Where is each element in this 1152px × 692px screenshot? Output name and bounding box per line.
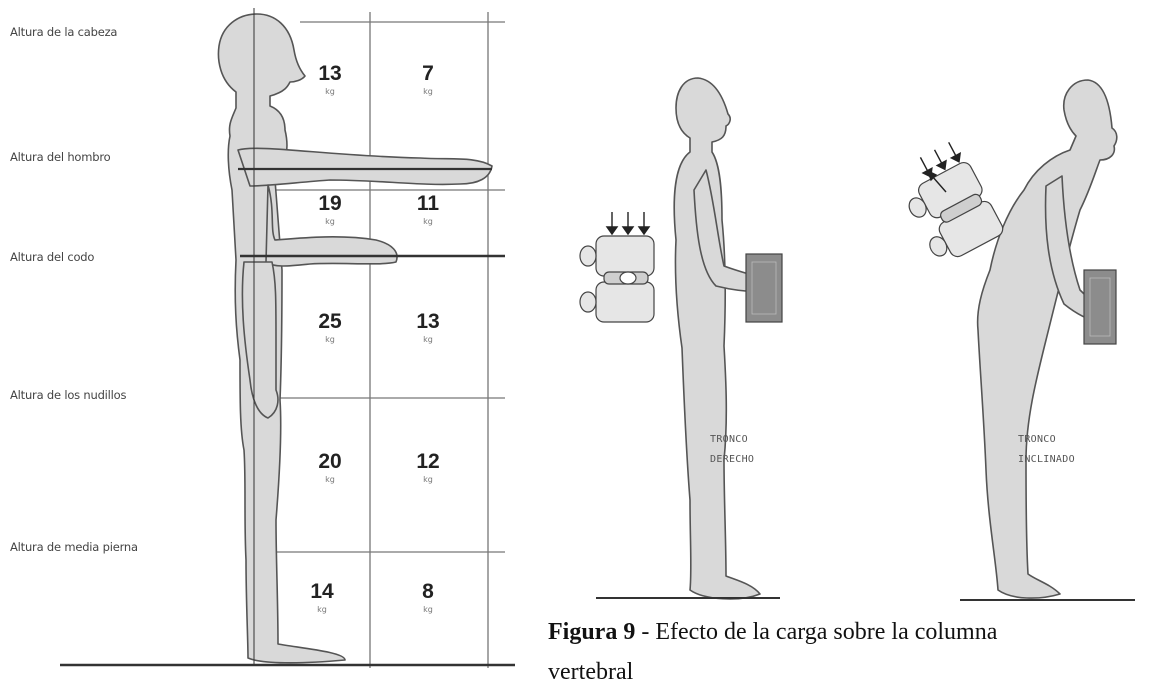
weight-value: 7 — [398, 62, 458, 86]
upright-label-line1: TRONCO — [710, 430, 754, 450]
upright-load-box — [746, 254, 782, 322]
vertebra-diagram-bent — [890, 139, 1005, 267]
weight-value: 8 — [398, 580, 458, 604]
upright-person-figure — [674, 78, 772, 599]
weight-unit: kg — [398, 87, 458, 96]
level-label-shoulder: Altura del hombro — [10, 150, 110, 164]
lower-vertebra — [596, 282, 654, 322]
caption-figure-number: Figura 9 — [548, 619, 635, 645]
person-upper-arm-extended — [238, 148, 492, 186]
bent-label-line1: TRONCO — [1018, 430, 1075, 450]
bent-posture-label: TRONCO INCLINADO — [1018, 430, 1075, 470]
upright-posture-label: TRONCO DERECHO — [710, 430, 754, 470]
weight-unit: kg — [300, 87, 360, 96]
weight-value: 25 — [300, 310, 360, 334]
bent-label-line2: INCLINADO — [1018, 450, 1075, 470]
lifting-grid — [248, 12, 505, 668]
weight-unit: kg — [398, 217, 458, 226]
weight-unit: kg — [300, 335, 360, 344]
level-label-elbow: Altura del codo — [10, 250, 94, 264]
level-label-head: Altura de la cabeza — [10, 25, 117, 39]
weight-unit: kg — [398, 335, 458, 344]
disc-nucleus — [620, 272, 636, 284]
weight-value: 12 — [398, 450, 458, 474]
upper-vertebra — [596, 236, 654, 276]
caption-line2: vertebral — [548, 652, 997, 692]
lower-vertebra-process — [580, 292, 596, 312]
weight-unit: kg — [398, 605, 458, 614]
weight-value: 14 — [292, 580, 352, 604]
weight-value: 13 — [300, 62, 360, 86]
figure-caption: Figura 9 - Efecto de la carga sobre la c… — [548, 612, 997, 692]
weight-value: 11 — [398, 192, 458, 216]
weight-unit: kg — [292, 605, 352, 614]
upright-person-body — [674, 78, 760, 599]
diagram-canvas — [0, 0, 1152, 668]
weight-unit: kg — [300, 475, 360, 484]
weight-unit: kg — [300, 217, 360, 226]
level-label-knuckles: Altura de los nudillos — [10, 388, 126, 402]
vertebra-diagram-upright — [580, 212, 654, 322]
caption-line1: Figura 9 - Efecto de la carga sobre la c… — [548, 612, 997, 652]
upper-vertebra-process — [580, 246, 596, 266]
weight-value: 19 — [300, 192, 360, 216]
level-label-midleg: Altura de media pierna — [10, 540, 138, 554]
weight-value: 13 — [398, 310, 458, 334]
weight-value: 20 — [300, 450, 360, 474]
caption-text: - Efecto de la carga sobre la columna — [635, 619, 997, 645]
upright-label-line2: DERECHO — [710, 450, 754, 470]
bent-load-box — [1084, 270, 1116, 344]
compression-arrows — [607, 212, 649, 234]
weight-unit: kg — [398, 475, 458, 484]
